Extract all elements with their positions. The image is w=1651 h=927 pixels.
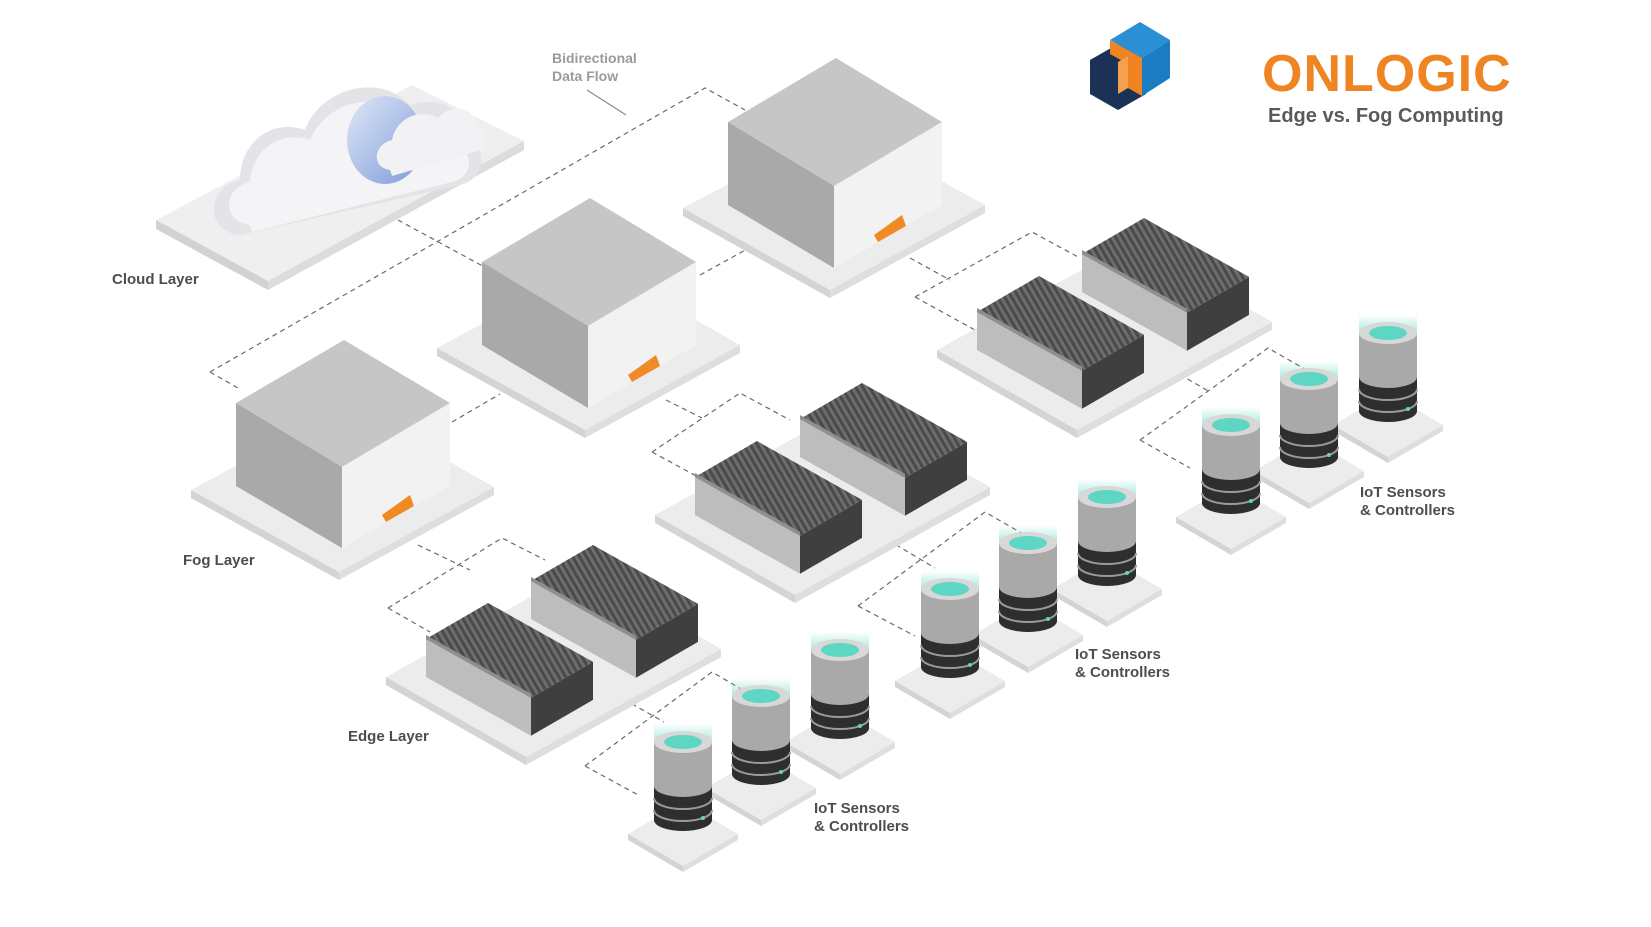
iot-cluster <box>1176 315 1443 555</box>
orange-indicator <box>874 215 906 242</box>
iot-sensor <box>920 571 980 678</box>
brand-name: ONLOGIC <box>1262 45 1512 103</box>
iot-cluster <box>628 632 895 872</box>
iot-sensor <box>1201 407 1261 514</box>
fog-node-3 <box>191 340 494 580</box>
fog-node-2 <box>437 198 740 438</box>
iot-label-right: IoT Sensors & Controllers <box>1360 484 1455 520</box>
edge-gateway <box>531 545 698 678</box>
edge-cluster <box>386 545 721 765</box>
iot-sensor <box>653 724 713 831</box>
iot-sensor <box>810 632 870 739</box>
iot-cluster <box>895 479 1162 719</box>
iot-sensor-groups <box>628 315 1443 872</box>
data-flow-annotation: Bidirectional Data Flow <box>552 49 637 85</box>
edge-cluster <box>655 383 990 603</box>
cloud-node <box>156 85 524 290</box>
iot-sensor <box>998 525 1058 632</box>
edge-gateway <box>695 441 862 574</box>
iot-label-line-1: IoT Sensors <box>814 800 900 817</box>
iot-label-line-2: & Controllers <box>1360 502 1456 519</box>
edge-cluster <box>937 218 1272 438</box>
annotation-line-1: Bidirectional <box>552 50 637 66</box>
heatsink-fins <box>531 545 698 640</box>
orange-indicator <box>382 495 414 522</box>
edge-gateway-groups <box>386 218 1272 765</box>
orange-indicator <box>628 355 660 382</box>
heatsink-fins <box>800 383 967 478</box>
heatsink-fins <box>695 441 862 536</box>
edge-gateway <box>977 276 1144 409</box>
heatsink-fins <box>426 603 593 698</box>
iot-label-line-1: IoT Sensors <box>1075 646 1161 663</box>
onlogic-logo-icon <box>1090 22 1170 110</box>
iot-label-middle: IoT Sensors & Controllers <box>1075 646 1170 682</box>
fog-layer-label: Fog Layer <box>183 552 255 569</box>
edge-gateway <box>426 603 593 736</box>
cloud-platform-left <box>156 220 268 290</box>
annotation-line-2: Data Flow <box>552 68 619 84</box>
edge-gateway <box>800 383 967 516</box>
iot-sensor <box>731 678 791 785</box>
iot-sensor <box>1279 361 1339 468</box>
iot-sensor <box>1358 315 1418 422</box>
edge-gateway <box>1082 218 1249 351</box>
iot-sensor <box>1077 479 1137 586</box>
edge-layer-label: Edge Layer <box>348 728 429 745</box>
heatsink-fins <box>1082 218 1249 313</box>
heatsink-fins <box>977 276 1144 371</box>
iot-label-line-1: IoT Sensors <box>1360 484 1446 501</box>
iot-label-left: IoT Sensors & Controllers <box>814 800 909 836</box>
fog-node-1 <box>683 58 985 298</box>
brand-subtitle: Edge vs. Fog Computing <box>1268 105 1504 127</box>
iot-label-line-2: & Controllers <box>814 818 910 835</box>
iot-label-line-2: & Controllers <box>1075 664 1171 681</box>
cloud-layer-label: Cloud Layer <box>112 271 199 288</box>
